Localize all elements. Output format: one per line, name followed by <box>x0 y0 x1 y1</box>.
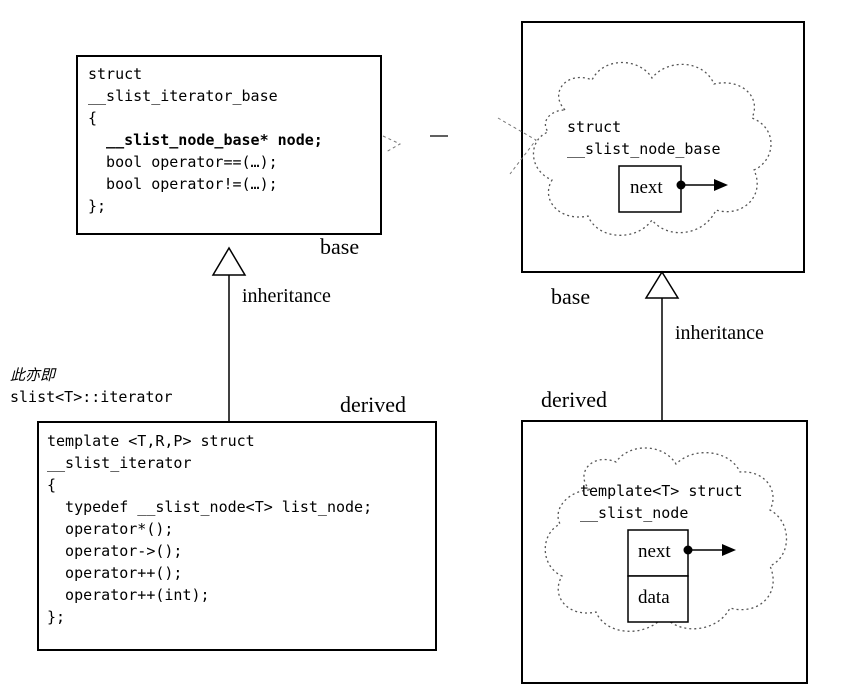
node-code: template<T> struct __slist_node <box>580 480 743 524</box>
left-inheritance-arrowhead <box>211 246 247 276</box>
node-base-next-label: next <box>630 177 663 198</box>
node-derived-label: derived <box>541 387 607 412</box>
iterator-derived-box <box>37 421 437 651</box>
code-line: __slist_node_base* node; <box>88 131 323 149</box>
code-line: operator->(); <box>47 542 183 560</box>
node-data-label: data <box>638 587 670 608</box>
alias-name: slist<T>::iterator <box>10 388 173 406</box>
code-line: __slist_node <box>580 504 689 522</box>
code-line: template<T> struct <box>580 482 743 500</box>
code-line: }; <box>88 197 107 215</box>
code-line: template <T,R,P> struct <box>47 432 255 450</box>
alias-note: 此亦即 <box>10 366 56 384</box>
code-line: { <box>47 476 57 494</box>
iterator-code: template <T,R,P> struct __slist_iterator {… <box>47 430 372 628</box>
node-base-box <box>521 21 805 273</box>
node-derived-box <box>521 420 808 684</box>
left-inheritance-label: inheritance <box>242 285 331 307</box>
iterator-base-code: struct __slist_iterator_base { __slist_nod… <box>88 63 323 217</box>
iterator-derived-label: derived <box>340 392 406 417</box>
code-line: operator*(); <box>47 520 174 538</box>
code-line: operator++(); <box>47 564 183 582</box>
pointer-bracket-right <box>497 117 537 175</box>
node-next-label: next <box>638 541 671 562</box>
code-line: __slist_node_base <box>567 140 721 158</box>
node-base-next-arrowhead <box>714 179 728 191</box>
right-inheritance-arrowhead <box>644 270 680 299</box>
right-inheritance-label: inheritance <box>675 322 764 344</box>
code-line: struct <box>88 65 143 83</box>
iterator-base-box <box>76 55 382 235</box>
code-line: }; <box>47 608 66 626</box>
code-line: struct <box>567 118 622 136</box>
node-next-arrowhead <box>722 544 736 556</box>
code-line: typedef __slist_node<T> list_node; <box>47 498 373 516</box>
iterator-base-label: base <box>320 234 360 259</box>
node-base-label: base <box>551 284 591 309</box>
code-line: { <box>88 109 98 127</box>
pointer-bracket-left <box>382 135 402 153</box>
code-line: operator++(int); <box>47 586 210 604</box>
node-base-cloud <box>532 61 772 236</box>
code-line: __slist_iterator <box>47 454 192 472</box>
code-line: __slist_iterator_base <box>88 87 278 105</box>
code-line: bool operator!=(…); <box>88 175 278 193</box>
code-line: bool operator==(…); <box>88 153 278 171</box>
node-data-cell <box>627 575 689 623</box>
node-base-code: struct __slist_node_base <box>567 116 721 160</box>
